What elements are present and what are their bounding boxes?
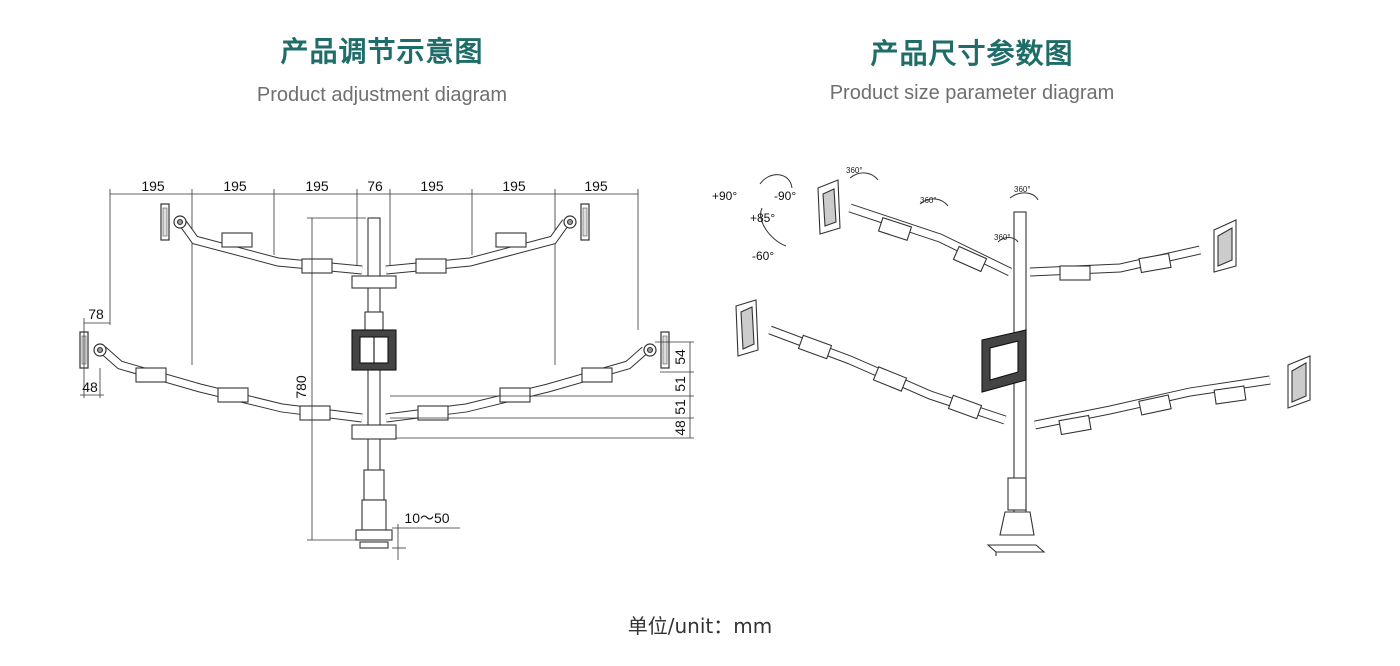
dim-height: 780 [293, 375, 309, 399]
dim-top-5: 195 [420, 178, 444, 194]
size-heading: 产品尺寸参数图 Product size parameter diagram [772, 32, 1172, 105]
dim-left-offset: 78 [88, 306, 104, 322]
size-title-cn: 产品尺寸参数图 [870, 37, 1074, 70]
rotation-label-4: 360° [994, 233, 1011, 242]
dim-right-4: 48 [672, 420, 688, 436]
angle-minus60: -60° [752, 249, 774, 263]
dim-right-2: 51 [672, 376, 688, 392]
dim-right-3: 51 [672, 399, 688, 415]
rotation-label-2: 360° [920, 196, 937, 205]
dim-top-4: 76 [367, 178, 383, 194]
rotation-label-1: 360° [846, 166, 863, 175]
adjustment-diagram [79, 189, 694, 560]
adjustment-title-en: Product adjustment diagram [256, 84, 508, 106]
size-diagram [735, 172, 1311, 556]
dim-clamp: 10～50 [404, 510, 449, 526]
dim-right-1: 54 [672, 349, 688, 365]
adjustment-heading: 产品调节示意图 Product adjustment diagram [182, 30, 582, 107]
dim-top-2: 195 [223, 178, 247, 194]
adjustment-title-cn: 产品调节示意图 [280, 35, 484, 68]
size-title-en: Product size parameter diagram [829, 82, 1115, 104]
dim-top-1: 195 [141, 178, 165, 194]
unit-label: 单位/unit：mm [627, 614, 773, 638]
angle-plus85: +85° [750, 211, 775, 225]
dim-top-3: 195 [305, 178, 329, 194]
dim-top-7: 195 [584, 178, 608, 194]
angle-plus90: +90° [712, 189, 737, 203]
dim-left-small: 48 [82, 379, 98, 395]
angle-minus90: -90° [774, 189, 796, 203]
rotation-label-3: 360° [1014, 185, 1031, 194]
dim-top-6: 195 [502, 178, 526, 194]
